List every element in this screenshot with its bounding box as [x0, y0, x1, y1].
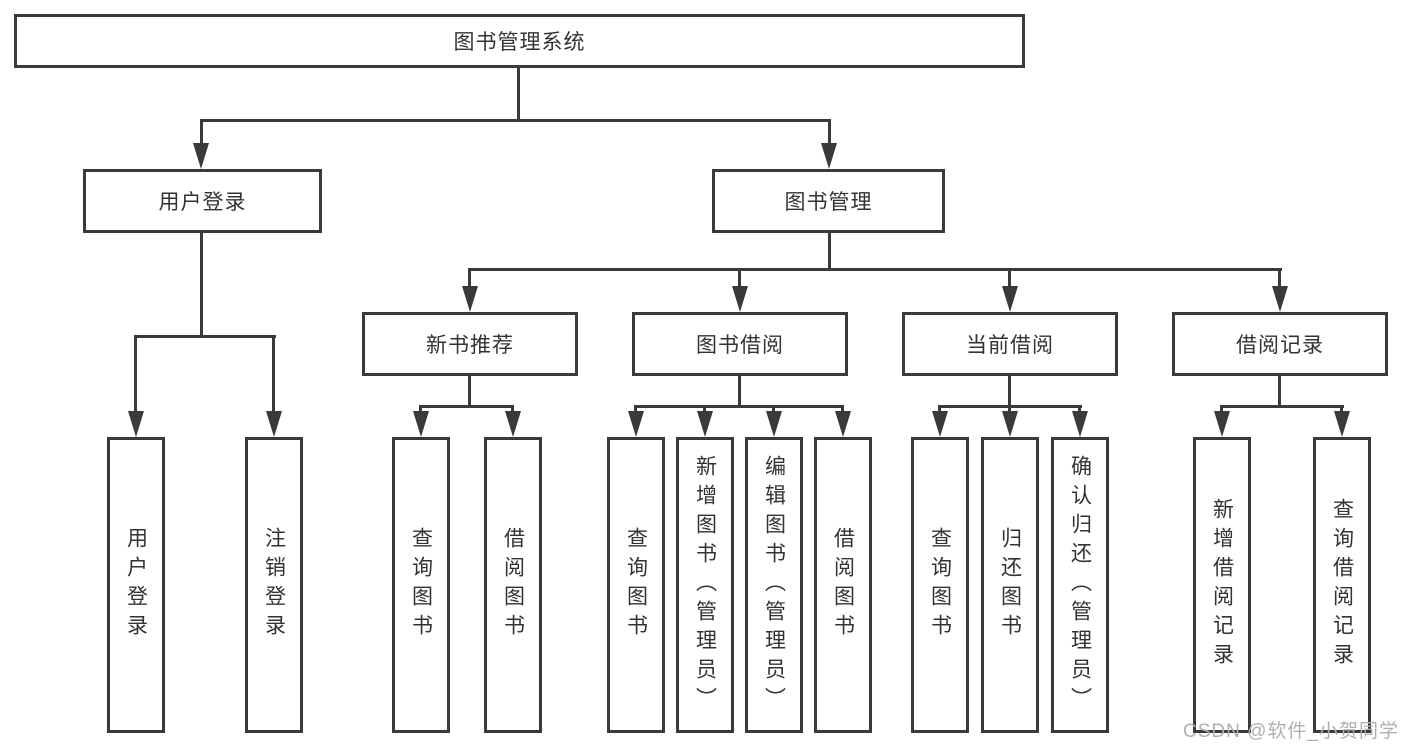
connector-line	[272, 335, 275, 415]
connector-line	[1220, 405, 1344, 408]
connector-line	[1278, 375, 1281, 407]
arrow-head-icon	[697, 411, 713, 437]
leaf-label: 新增借阅记录	[1210, 498, 1234, 672]
node-label: 图书管理	[784, 191, 873, 214]
arrow-head-icon	[1002, 286, 1018, 312]
node-library-management-system: 图书管理系统	[14, 14, 1025, 68]
leaf-label: 查询图书	[409, 527, 433, 643]
leaf-records-query-record: 查询借阅记录	[1313, 437, 1371, 733]
arrow-head-icon	[835, 411, 851, 437]
arrow-head-icon	[505, 411, 521, 437]
node-current-borrowing: 当前借阅	[902, 312, 1118, 376]
arrow-head-icon	[1272, 286, 1288, 312]
connector-line	[828, 233, 831, 270]
leaf-borrowing-borrow-books: 借阅图书	[814, 437, 872, 733]
connector-line	[468, 375, 471, 407]
arrow-head-icon	[628, 411, 644, 437]
connector-line	[1008, 375, 1011, 407]
node-book-management: 图书管理	[712, 169, 945, 233]
arrow-head-icon	[732, 286, 748, 312]
node-label: 当前借阅	[966, 334, 1054, 357]
leaf-label: 借阅图书	[501, 527, 525, 643]
node-label: 用户登录	[158, 191, 247, 214]
arrow-head-icon	[932, 411, 948, 437]
leaf-newrec-query-books: 查询图书	[392, 437, 450, 733]
arrow-head-icon	[128, 411, 144, 437]
leaf-borrowing-edit-books-admin: 编辑图书（管理员）	[745, 437, 803, 733]
leaf-label: 注销登录	[262, 527, 286, 643]
leaf-user-login: 用户登录	[107, 437, 165, 733]
arrow-head-icon	[462, 286, 478, 312]
arrow-head-icon	[193, 143, 209, 169]
connector-line	[468, 268, 1282, 271]
connector-line	[134, 335, 137, 415]
leaf-label: 借阅图书	[831, 527, 855, 643]
node-label: 图书借阅	[696, 334, 784, 357]
connector-line	[468, 268, 471, 290]
leaf-label: 用户登录	[124, 527, 148, 643]
leaf-current-query-books: 查询图书	[911, 437, 969, 733]
node-user-login: 用户登录	[83, 169, 322, 233]
leaf-records-add-record: 新增借阅记录	[1193, 437, 1251, 733]
leaf-borrowing-add-books-admin: 新增图书（管理员）	[676, 437, 734, 733]
connector-line	[517, 67, 520, 121]
node-label: 图书管理系统	[453, 31, 586, 54]
leaf-label: 查询借阅记录	[1330, 498, 1354, 672]
leaf-label: 归还图书	[998, 527, 1022, 643]
node-label: 新书推荐	[426, 334, 514, 357]
connector-line	[200, 119, 831, 122]
node-new-book-recommendation: 新书推荐	[362, 312, 578, 376]
arrow-head-icon	[413, 411, 429, 437]
arrow-head-icon	[1002, 411, 1018, 437]
connector-line	[828, 119, 831, 149]
connector-line	[134, 335, 276, 338]
arrow-head-icon	[1072, 411, 1088, 437]
leaf-current-confirm-return-admin: 确认归还（管理员）	[1051, 437, 1109, 733]
connector-line	[419, 405, 514, 408]
arrow-head-icon	[766, 411, 782, 437]
arrow-head-icon	[1334, 411, 1350, 437]
connector-line	[200, 233, 203, 337]
connector-line	[200, 119, 203, 149]
arrow-head-icon	[266, 411, 282, 437]
connector-line	[634, 405, 844, 408]
connector-line	[738, 375, 741, 407]
leaf-label: 编辑图书（管理员）	[762, 454, 786, 716]
leaf-current-return-books: 归还图书	[981, 437, 1039, 733]
leaf-label: 新增图书（管理员）	[693, 454, 717, 716]
leaf-label: 确认归还（管理员）	[1068, 454, 1092, 716]
leaf-label: 查询图书	[624, 527, 648, 643]
node-label: 借阅记录	[1236, 334, 1324, 357]
leaf-newrec-borrow-books: 借阅图书	[484, 437, 542, 733]
csdn-watermark: CSDN @软件_小贺同学	[1183, 721, 1399, 742]
connector-line	[738, 268, 741, 290]
node-borrowing-records: 借阅记录	[1172, 312, 1388, 376]
node-book-borrowing: 图书借阅	[632, 312, 848, 376]
leaf-borrowing-query-books: 查询图书	[607, 437, 665, 733]
connector-line	[1008, 268, 1011, 290]
leaf-label: 查询图书	[928, 527, 952, 643]
leaf-logout: 注销登录	[245, 437, 303, 733]
connector-line	[1278, 268, 1281, 290]
arrow-head-icon	[821, 143, 837, 169]
arrow-head-icon	[1214, 411, 1230, 437]
